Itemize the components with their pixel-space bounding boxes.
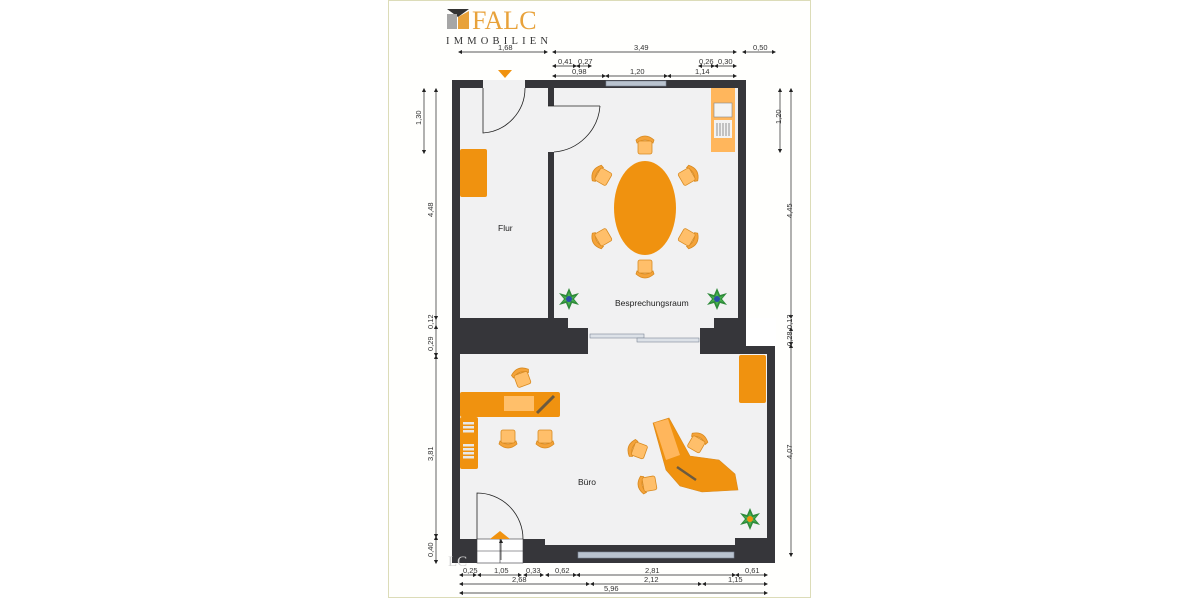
dim-label: 0,41 xyxy=(558,57,573,66)
entry-arrow-icon xyxy=(498,70,512,78)
dim-label: 0,28 xyxy=(785,331,794,346)
sink-icon xyxy=(713,102,733,118)
dim-label: 0,62 xyxy=(555,566,570,575)
chair-icon xyxy=(635,259,655,279)
meeting-table xyxy=(614,161,676,255)
left-dimensions xyxy=(421,87,439,565)
entry-arrow-icon xyxy=(490,531,510,539)
window-bottom xyxy=(577,551,735,559)
room-flur-floor xyxy=(460,88,548,318)
sliding-door-pane xyxy=(589,333,645,339)
top-dimension-labels: 1,68 3,49 0,50 0,41 0,27 0,26 0,30 0,98 … xyxy=(498,43,768,76)
dim-label: 1,14 xyxy=(695,67,710,76)
buero-corner-desk xyxy=(625,417,739,495)
dim-label: 0,61 xyxy=(745,566,760,575)
room-buero-floor xyxy=(460,354,767,545)
flur-cabinet xyxy=(460,149,487,197)
buero-desk-left xyxy=(460,365,560,469)
chair-icon xyxy=(535,429,555,449)
dim-label: 1,20 xyxy=(630,67,645,76)
buero-entry-door[interactable] xyxy=(476,492,524,564)
room-label-besprechungsraum: Besprechungsraum xyxy=(615,298,689,308)
dim-label: 2,68 xyxy=(512,575,527,584)
dim-label: 0,12 xyxy=(426,314,435,329)
dim-label: 0,13 xyxy=(785,314,794,329)
dim-label: 0,25 xyxy=(463,566,478,575)
dim-label: 0,30 xyxy=(718,57,733,66)
bottom-dimensions xyxy=(458,572,769,596)
logo-icon xyxy=(447,9,469,29)
kitchenette xyxy=(711,88,735,152)
logo-subtitle: IMMOBILIEN xyxy=(446,36,552,47)
dim-label: 0,27 xyxy=(578,57,593,66)
logo-brand: FALC xyxy=(472,6,537,35)
left-dimension-labels: 1,30 4,48 0,12 0,29 3,81 0,40 xyxy=(414,110,435,557)
dim-label: 0,98 xyxy=(572,67,587,76)
chair-icon xyxy=(635,135,655,155)
dim-label: 4,48 xyxy=(426,202,435,217)
dim-label: 4,07 xyxy=(785,444,794,459)
dim-label: 2,81 xyxy=(645,566,660,575)
dim-label: 2,12 xyxy=(644,575,659,584)
dim-label: 1,20 xyxy=(774,109,783,124)
dim-label: 1,15 xyxy=(728,575,743,584)
dim-label: 0,40 xyxy=(426,542,435,557)
room-label-flur: Flur xyxy=(498,223,513,233)
buero-cabinet xyxy=(739,355,766,403)
shelf xyxy=(460,417,478,469)
dim-label: 5,96 xyxy=(604,584,619,593)
window-top xyxy=(605,80,667,87)
right-dimension-labels: 1,20 4,45 0,13 0,28 4,07 xyxy=(774,109,794,459)
dim-label: 0,50 xyxy=(753,43,768,52)
bottom-dimension-labels: 0,25 1,05 0,33 0,62 2,81 0,61 2,68 2,12 … xyxy=(463,566,760,593)
right-dimensions xyxy=(777,87,794,558)
dim-label: 0,26 xyxy=(699,57,714,66)
dim-label: 0,33 xyxy=(526,566,541,575)
flur-meeting-door[interactable] xyxy=(548,105,601,153)
logo-watermark: LC xyxy=(448,554,467,570)
sliding-door-pane xyxy=(636,337,700,343)
dim-label: 3,49 xyxy=(634,43,649,52)
dim-label: 0,29 xyxy=(426,336,435,351)
dim-label: 1,30 xyxy=(414,110,423,125)
room-label-buero: Büro xyxy=(578,477,596,487)
entry-door[interactable] xyxy=(482,70,526,134)
dim-label: 1,05 xyxy=(494,566,509,575)
dim-label: 3,81 xyxy=(426,446,435,461)
meeting-table-group xyxy=(588,135,702,279)
windows xyxy=(577,80,735,559)
top-dimensions xyxy=(457,49,777,79)
chair-icon xyxy=(498,429,518,449)
falc-logo: FALC IMMOBILIEN xyxy=(446,6,552,47)
dim-label: 1,68 xyxy=(498,43,513,52)
dim-label: 4,45 xyxy=(785,203,794,218)
